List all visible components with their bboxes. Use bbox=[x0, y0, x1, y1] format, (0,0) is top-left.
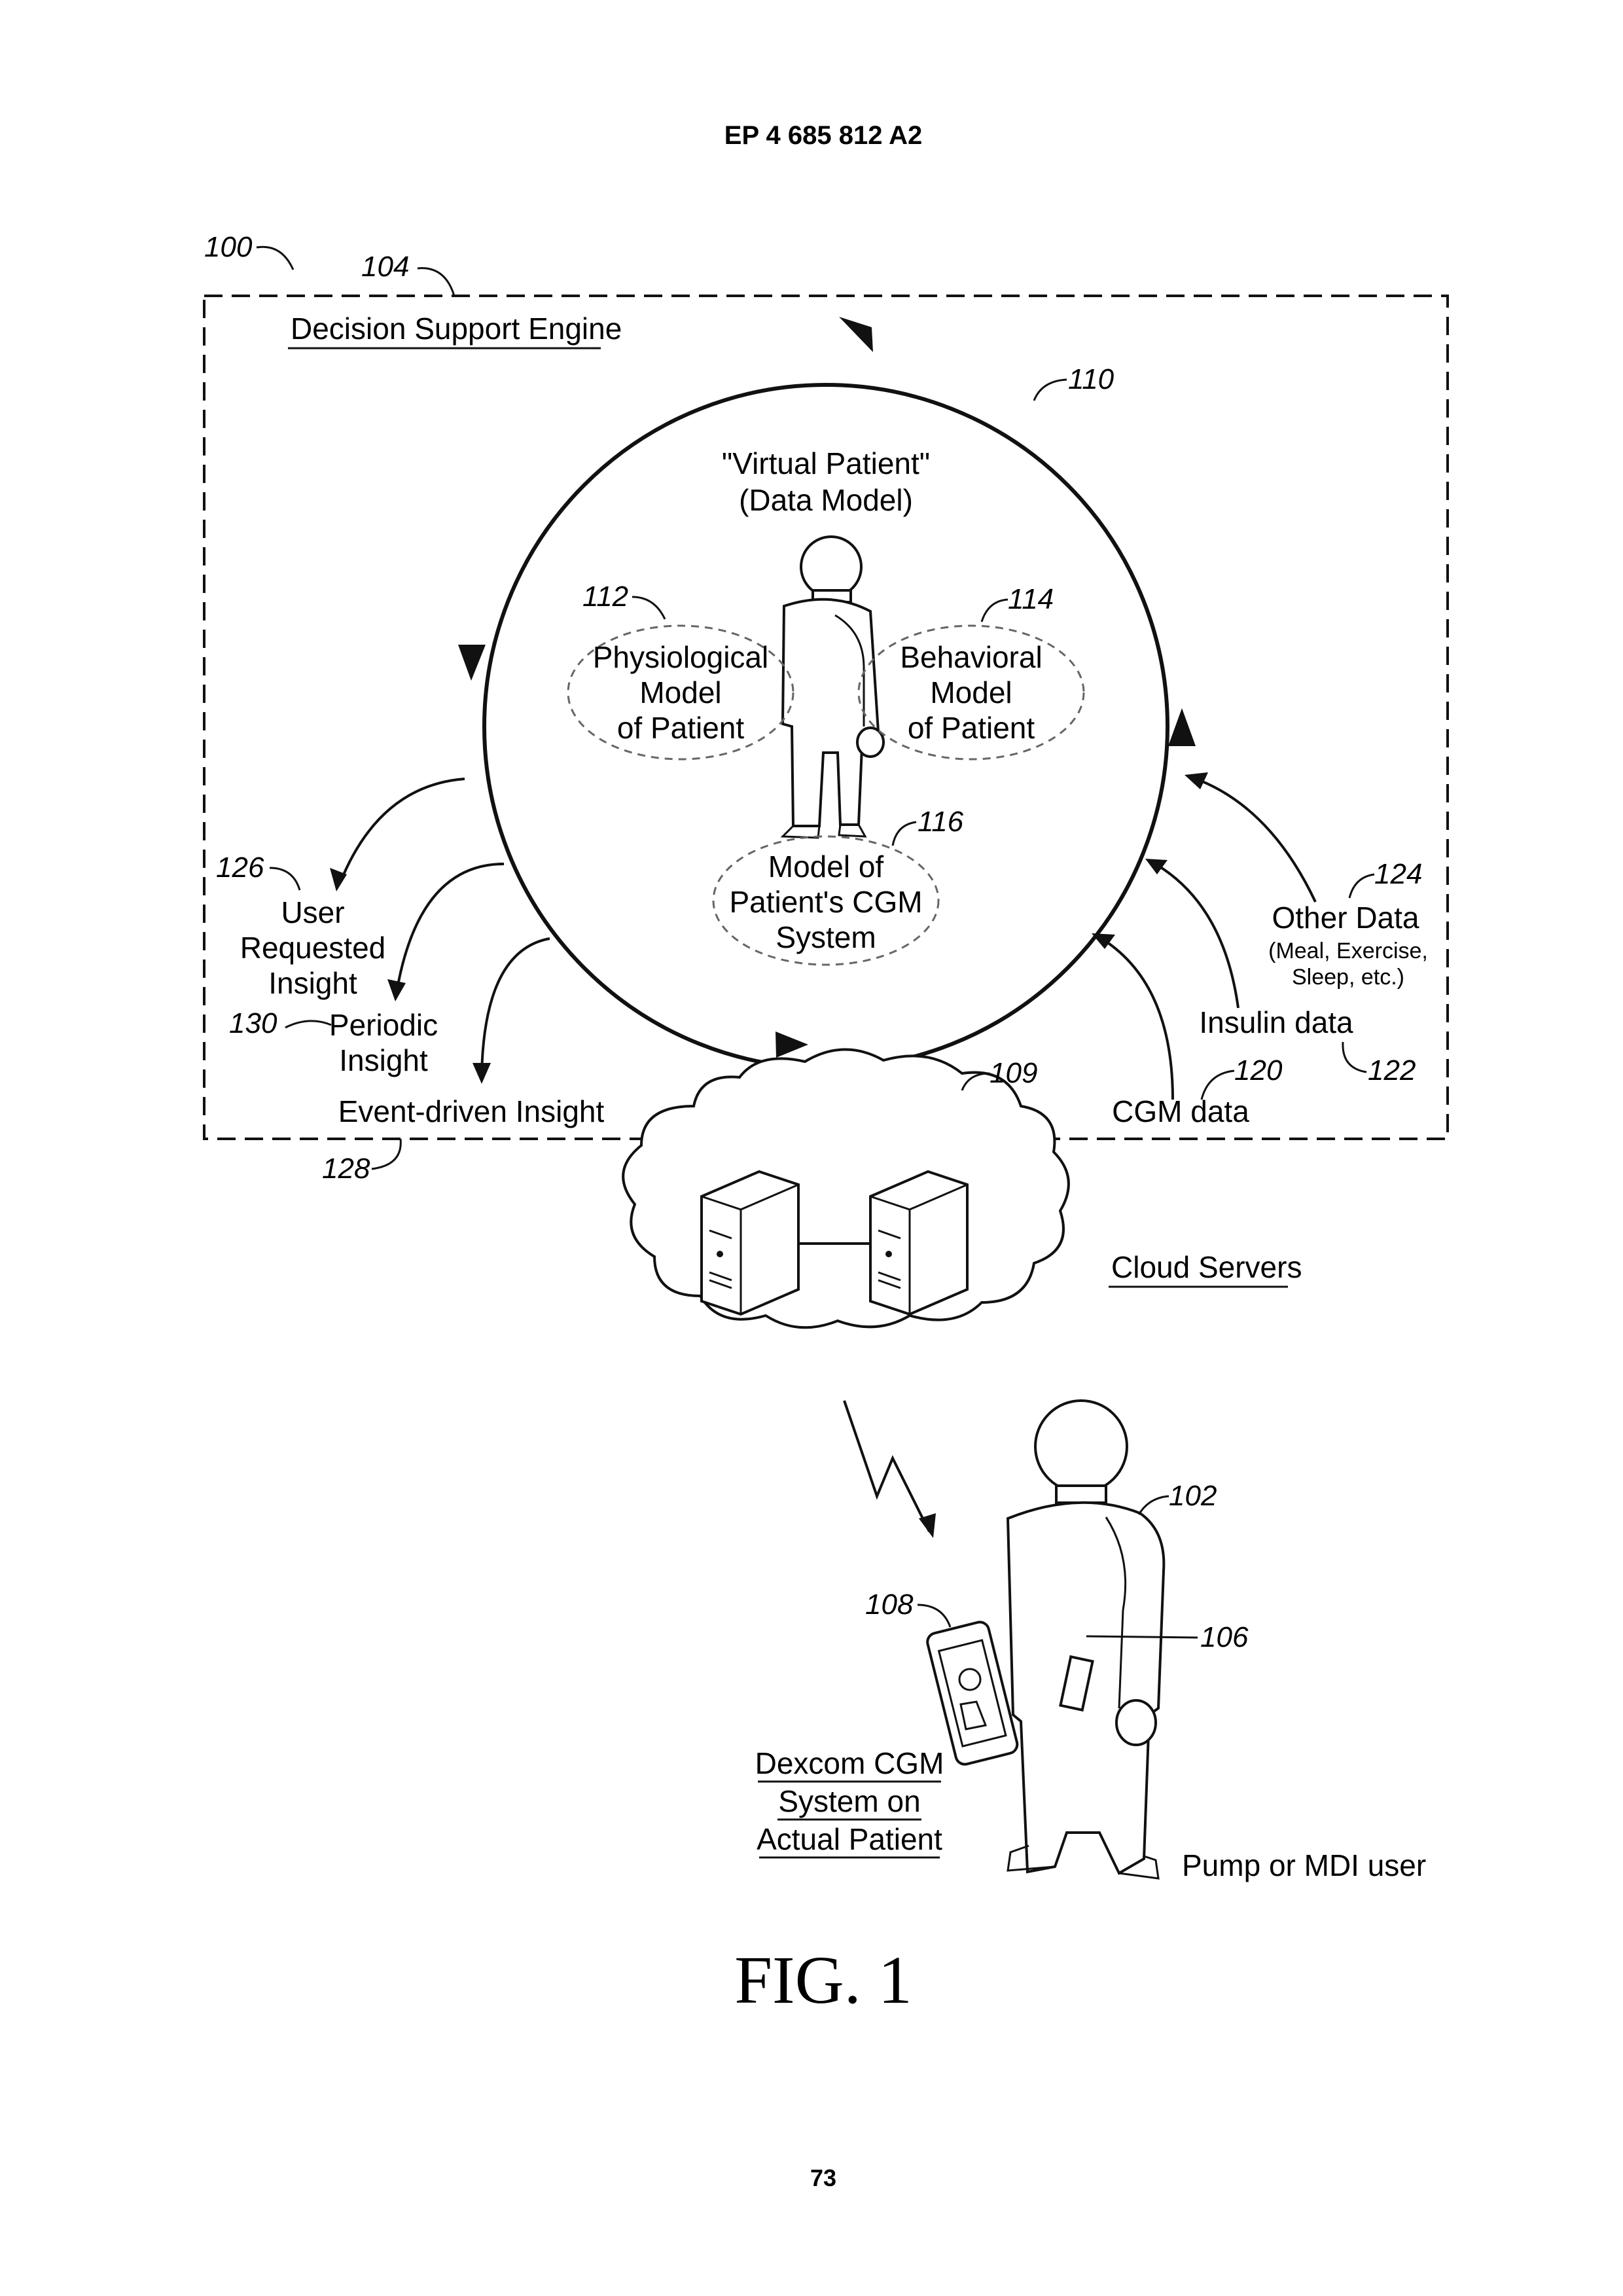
wireless-lightning-icon bbox=[844, 1401, 929, 1532]
arrow-event-driven-head bbox=[473, 1063, 491, 1084]
arrow-insulin-data bbox=[1153, 863, 1238, 1008]
cgm-data-label: CGM data bbox=[1112, 1094, 1249, 1128]
dexcom-system-line2: System on bbox=[778, 1784, 920, 1818]
periodic-line1: Periodic bbox=[329, 1008, 438, 1042]
pump-user-label: Pump or MDI user bbox=[1182, 1848, 1426, 1882]
ref-128: 128 bbox=[322, 1153, 370, 1185]
leader-100 bbox=[257, 247, 293, 270]
cgm-model-line3: System bbox=[776, 920, 876, 954]
smartphone-icon bbox=[925, 1620, 1019, 1766]
user-requested-line3: Insight bbox=[268, 966, 357, 1000]
virtual-patient-line2: (Data Model) bbox=[739, 483, 913, 517]
leader-110 bbox=[1034, 380, 1067, 401]
ref-108: 108 bbox=[865, 1588, 914, 1621]
leader-116 bbox=[893, 822, 916, 846]
leader-122 bbox=[1343, 1042, 1366, 1072]
ref-120: 120 bbox=[1234, 1054, 1283, 1086]
dexcom-system-line3: Actual Patient bbox=[757, 1822, 942, 1856]
event-driven-label: Event-driven Insight bbox=[338, 1094, 605, 1128]
other-data-title: Other Data bbox=[1272, 901, 1419, 935]
ref-110: 110 bbox=[1068, 363, 1115, 395]
cgm-model-line1: Model of bbox=[768, 850, 884, 884]
page-number: 73 bbox=[810, 2164, 836, 2191]
ref-100: 100 bbox=[204, 231, 253, 263]
physiological-model-line1: Physiological bbox=[593, 640, 768, 674]
arrow-event-driven-insight bbox=[482, 939, 550, 1075]
loop-arrow-top bbox=[839, 317, 873, 352]
leader-126 bbox=[270, 868, 300, 890]
arrow-periodic-insight bbox=[397, 864, 504, 992]
cloud-shape bbox=[623, 1049, 1069, 1327]
ref-124: 124 bbox=[1374, 858, 1422, 890]
server-icon-left bbox=[702, 1172, 798, 1314]
loop-arrow-left bbox=[458, 645, 486, 681]
behavioral-model-line3: of Patient bbox=[908, 711, 1035, 745]
leader-130 bbox=[285, 1021, 331, 1028]
server-icon-right bbox=[870, 1172, 967, 1314]
figure-label: FIG. 1 bbox=[734, 1943, 912, 2018]
loop-arrow-right bbox=[1168, 708, 1196, 746]
cloud-servers-label: Cloud Servers bbox=[1111, 1250, 1302, 1284]
ref-102: 102 bbox=[1169, 1480, 1217, 1512]
leader-104 bbox=[418, 268, 454, 296]
leader-112 bbox=[632, 597, 665, 619]
ref-106: 106 bbox=[1200, 1621, 1249, 1653]
leader-114 bbox=[982, 600, 1008, 622]
ref-130: 130 bbox=[229, 1007, 277, 1039]
arrow-other-data-head bbox=[1185, 772, 1208, 789]
arrow-other-data bbox=[1192, 778, 1315, 902]
physiological-model-line3: of Patient bbox=[617, 711, 745, 745]
user-requested-line2: Requested bbox=[240, 931, 386, 965]
insulin-data-label: Insulin data bbox=[1199, 1005, 1353, 1039]
arrow-periodic-head bbox=[387, 979, 406, 1001]
ref-112: 112 bbox=[582, 581, 628, 613]
engine-title: Decision Support Engine bbox=[291, 312, 622, 346]
ref-116: 116 bbox=[918, 806, 964, 838]
leader-124 bbox=[1349, 874, 1374, 898]
ref-109: 109 bbox=[990, 1057, 1037, 1089]
virtual-patient-line1: "Virtual Patient" bbox=[722, 446, 930, 480]
ref-122: 122 bbox=[1368, 1054, 1416, 1086]
leader-106 bbox=[1086, 1636, 1198, 1638]
arrow-insulin-data-head bbox=[1145, 859, 1168, 874]
leader-108 bbox=[918, 1605, 950, 1627]
ref-126: 126 bbox=[216, 852, 264, 884]
patent-number: EP 4 685 812 A2 bbox=[724, 121, 922, 150]
physiological-model-line2: Model bbox=[639, 675, 721, 709]
actual-patient-figure bbox=[1008, 1401, 1164, 1878]
virtual-patient-figure bbox=[783, 537, 883, 838]
leader-102 bbox=[1139, 1496, 1169, 1515]
periodic-line2: Insight bbox=[339, 1043, 428, 1077]
arrow-cgm-data bbox=[1099, 937, 1173, 1100]
user-requested-line1: User bbox=[281, 895, 344, 929]
behavioral-model-line2: Model bbox=[930, 675, 1012, 709]
ref-104: 104 bbox=[361, 251, 409, 283]
ref-114: 114 bbox=[1008, 583, 1054, 615]
arrow-user-requested-insight bbox=[340, 779, 465, 882]
other-data-detail-1: (Meal, Exercise, bbox=[1268, 939, 1428, 963]
leader-128 bbox=[372, 1139, 401, 1169]
behavioral-model-line1: Behavioral bbox=[900, 640, 1042, 674]
dexcom-system-line1: Dexcom CGM bbox=[755, 1746, 944, 1780]
loop-arrow-bottom bbox=[776, 1031, 808, 1058]
cgm-model-line2: Patient's CGM bbox=[729, 885, 922, 919]
other-data-detail-2: Sleep, etc.) bbox=[1292, 965, 1404, 990]
